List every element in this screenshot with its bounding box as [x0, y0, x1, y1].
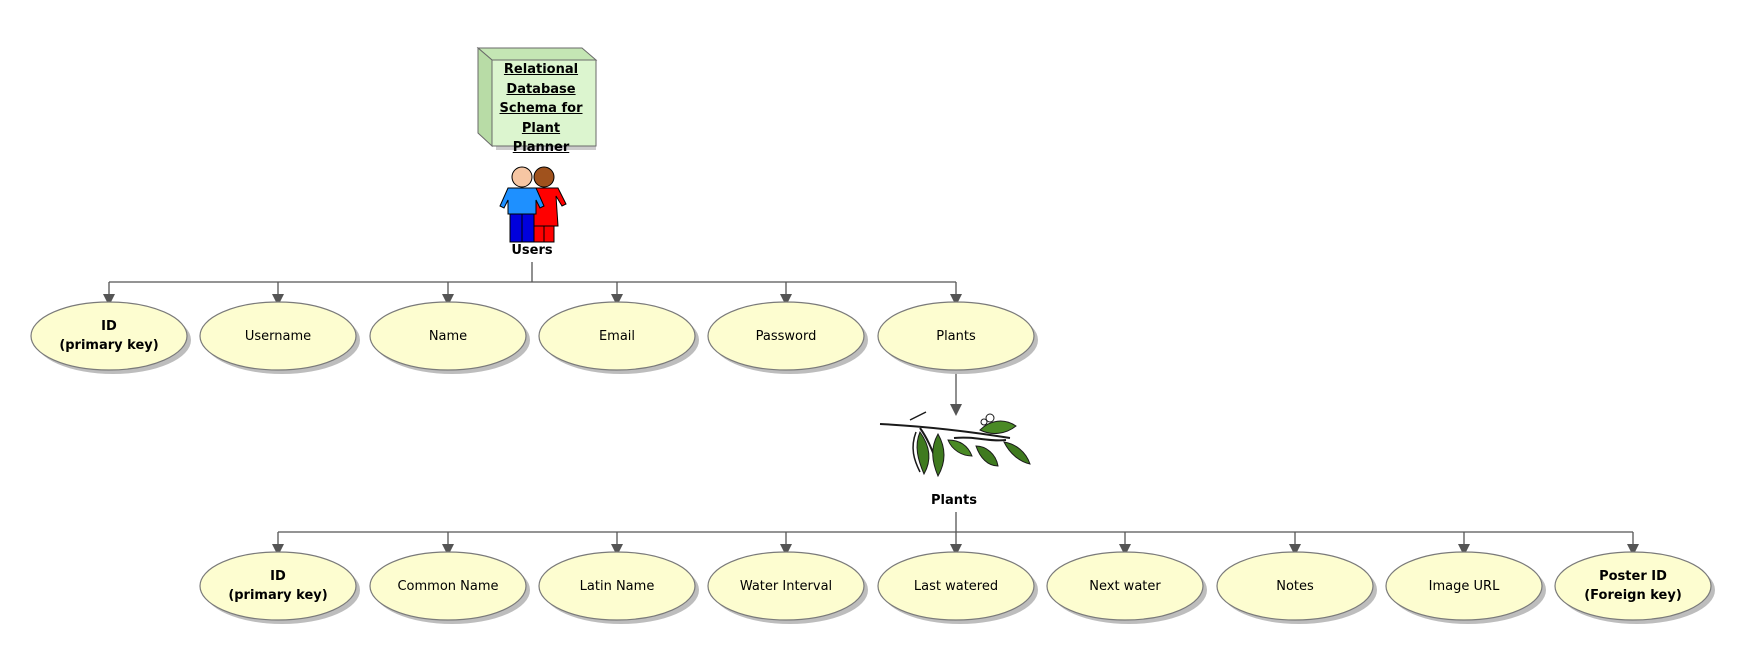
field-node — [877, 551, 1035, 621]
field-label: Password — [755, 328, 817, 344]
field-node — [369, 551, 527, 621]
field-label: Latin Name — [579, 578, 655, 594]
connector-lines — [103, 262, 1639, 556]
field-node — [1046, 551, 1204, 621]
field-node — [30, 301, 188, 371]
field-label: Image URL — [1428, 578, 1500, 594]
plants-caption: Plants — [931, 493, 977, 508]
field-node — [369, 301, 527, 371]
field-label: Plants — [936, 328, 976, 344]
field-node — [1216, 551, 1374, 621]
field-label: Notes — [1276, 578, 1314, 594]
field-label: Poster ID (Foreign key) — [1584, 569, 1682, 603]
field-label: Next water — [1089, 578, 1161, 594]
field-node — [707, 551, 865, 621]
field-label: Name — [428, 328, 468, 344]
field-node — [538, 551, 696, 621]
people-icon — [499, 166, 567, 243]
field-node — [538, 301, 696, 371]
title-box — [476, 46, 598, 150]
field-node — [1385, 551, 1543, 621]
field-node — [199, 301, 357, 371]
users-caption: Users — [511, 243, 553, 258]
diagram-title: Relational Database Schema for Plant Pla… — [499, 62, 583, 155]
field-node — [707, 301, 865, 371]
plant-branch-icon — [879, 411, 1031, 478]
field-node — [1554, 551, 1712, 621]
field-label: ID (primary key) — [228, 569, 328, 603]
field-label: ID (primary key) — [59, 319, 159, 353]
field-nodes — [30, 301, 1715, 624]
field-label: Last watered — [913, 578, 999, 594]
field-node — [877, 301, 1035, 371]
field-label: Common Name — [397, 578, 499, 594]
field-label: Username — [244, 328, 312, 344]
field-label: Water Interval — [739, 578, 833, 594]
field-label: Email — [598, 328, 636, 344]
field-node — [199, 551, 357, 621]
